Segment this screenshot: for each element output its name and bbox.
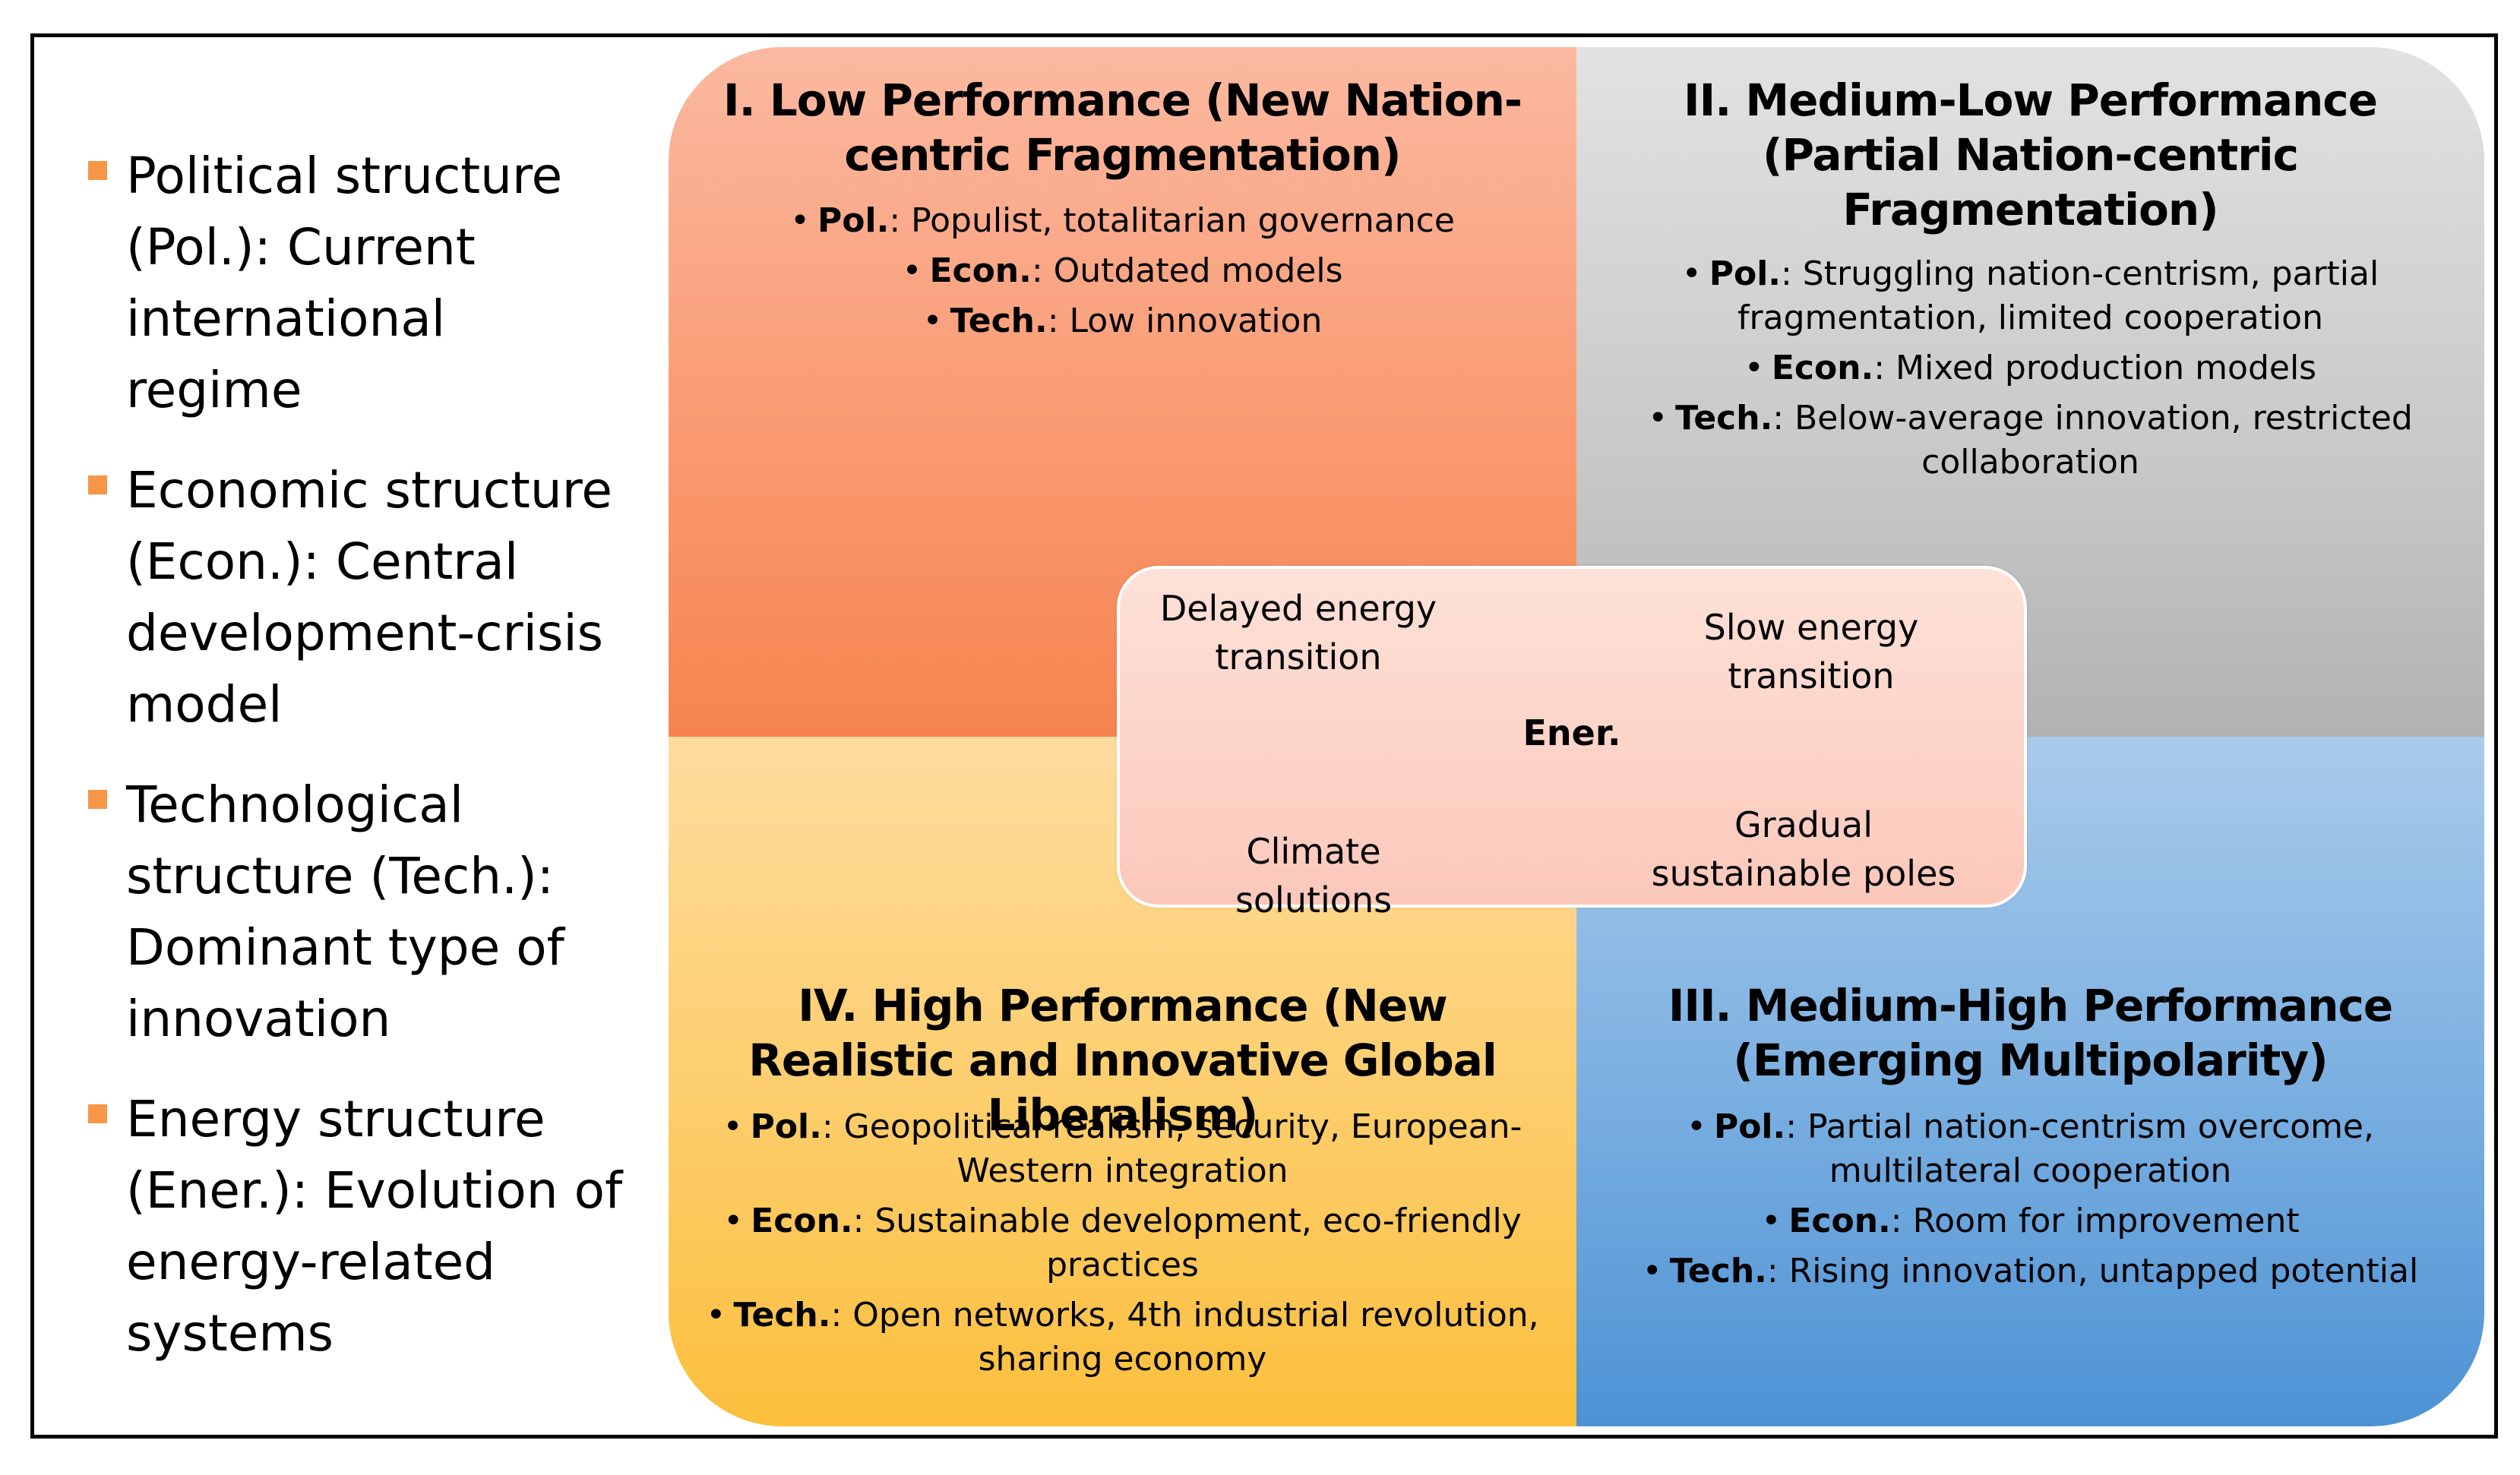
item-key: Pol.	[1713, 1107, 1786, 1146]
quadrant-item-list: •Pol.: Populist, totalitarian governance…	[699, 199, 1546, 349]
quadrant-item-economic: •Econ.: Outdated models	[902, 251, 1343, 290]
square-bullet-icon	[88, 790, 107, 809]
legend-item-label: Political structure (Pol.): Current inte…	[126, 147, 563, 419]
quadrant-title: I. Low Performance (New Nation-centric F…	[723, 74, 1522, 181]
energy-label-gradual-poles: Gradual sustainable poles	[1651, 804, 1956, 894]
item-key: Econ.	[1788, 1202, 1891, 1240]
item-text: : Populist, totalitarian governance	[889, 201, 1455, 240]
item-text: : Geopolitical realism, security, Europe…	[821, 1107, 1522, 1190]
quadrant-item-technological: •Tech.: Open networks, 4th industrial re…	[706, 1296, 1539, 1379]
energy-center-box: Delayed energy transition Slow energy tr…	[1117, 566, 2027, 921]
item-key: Tech.	[733, 1296, 831, 1334]
legend-item-energy: Energy structure (Ener.): Evolution of e…	[85, 1084, 632, 1369]
legend-item-label: Economic structure (Econ.): Central deve…	[126, 461, 612, 734]
quadrant-title: II. Medium-Low Performance (Partial Nati…	[1684, 74, 2378, 235]
legend-item-label: Technological structure (Tech.): Dominan…	[126, 775, 564, 1048]
quadrant-item-political: •Pol.: Geopolitical realism, security, E…	[722, 1107, 1522, 1190]
item-key: Pol.	[750, 1107, 822, 1146]
energy-label-slow: Slow energy transition	[1703, 607, 1919, 696]
quadrant-item-political: •Pol.: Struggling nation-centrism, parti…	[1681, 254, 2379, 337]
item-text: : Struggling nation-centrism, partial fr…	[1737, 254, 2379, 337]
quadrant-title: III. Medium-High Performance (Emerging M…	[1668, 980, 2393, 1086]
legend-item-political: Political structure (Pol.): Current inte…	[85, 141, 632, 426]
quadrant-item-list: •Pol.: Struggling nation-centrism, parti…	[1607, 252, 2454, 491]
quadrant-item-list: •Pol.: Geopolitical realism, security, E…	[699, 1105, 1546, 1388]
square-bullet-icon	[88, 1104, 107, 1123]
item-text: : Room for improvement	[1890, 1202, 2300, 1240]
item-text: : Below-average innovation, restricted c…	[1772, 399, 2413, 482]
energy-center-label: Ener.	[1522, 712, 1621, 753]
item-text: : Partial nation-centrism overcome, mult…	[1785, 1107, 2374, 1190]
item-text: : Sustainable development, eco-friendly …	[852, 1202, 1522, 1284]
quadrant-item-economic: •Econ.: Sustainable development, eco-fri…	[723, 1202, 1522, 1284]
energy-label-delayed: Delayed energy transition	[1159, 588, 1437, 677]
quadrant-item-economic: •Econ.: Room for improvement	[1761, 1202, 2300, 1240]
item-text: : Low innovation	[1047, 302, 1323, 340]
quadrant-item-technological: •Tech.: Below-average innovation, restri…	[1648, 399, 2413, 482]
item-key: Tech.	[950, 302, 1048, 340]
legend-item-label: Energy structure (Ener.): Evolution of e…	[126, 1090, 623, 1363]
item-key: Econ.	[751, 1202, 853, 1240]
quadrant-item-political: •Pol.: Partial nation-centrism overcome,…	[1687, 1107, 2374, 1190]
item-key: Pol.	[817, 201, 890, 240]
quadrant-medium-high-performance: III. Medium-High Performance (Emerging M…	[1576, 737, 2484, 1426]
quadrant-item-technological: •Tech.: Rising innovation, untapped pote…	[1642, 1252, 2419, 1290]
square-bullet-icon	[88, 161, 107, 180]
legend-item-economic: Economic structure (Econ.): Central deve…	[85, 455, 632, 741]
quadrant-title: IV. High Performance (New Realistic and …	[748, 980, 1497, 1141]
quadrant-item-technological: •Tech.: Low innovation	[922, 302, 1323, 340]
quadrant-item-economic: •Econ.: Mixed production models	[1744, 349, 2317, 387]
item-key: Pol.	[1709, 254, 1781, 293]
quadrant-item-political: •Pol.: Populist, totalitarian governance	[790, 201, 1455, 240]
item-text: : Mixed production models	[1873, 349, 2317, 387]
item-key: Econ.	[929, 251, 1032, 290]
item-key: Econ.	[1771, 349, 1874, 387]
item-key: Tech.	[1669, 1252, 1767, 1290]
item-text: : Outdated models	[1031, 251, 1343, 290]
energy-label-climate-solutions: Climate solutions	[1235, 831, 1393, 921]
quadrant-item-list: •Pol.: Partial nation-centrism overcome,…	[1607, 1105, 2454, 1300]
structure-legend: Political structure (Pol.): Current inte…	[85, 141, 632, 1398]
item-text: : Open networks, 4th industrial revoluti…	[830, 1296, 1539, 1379]
item-key: Tech.	[1675, 399, 1773, 437]
legend-item-technological: Technological structure (Tech.): Dominan…	[85, 769, 632, 1055]
item-text: : Rising innovation, untapped potential	[1766, 1252, 2419, 1290]
square-bullet-icon	[88, 475, 107, 494]
